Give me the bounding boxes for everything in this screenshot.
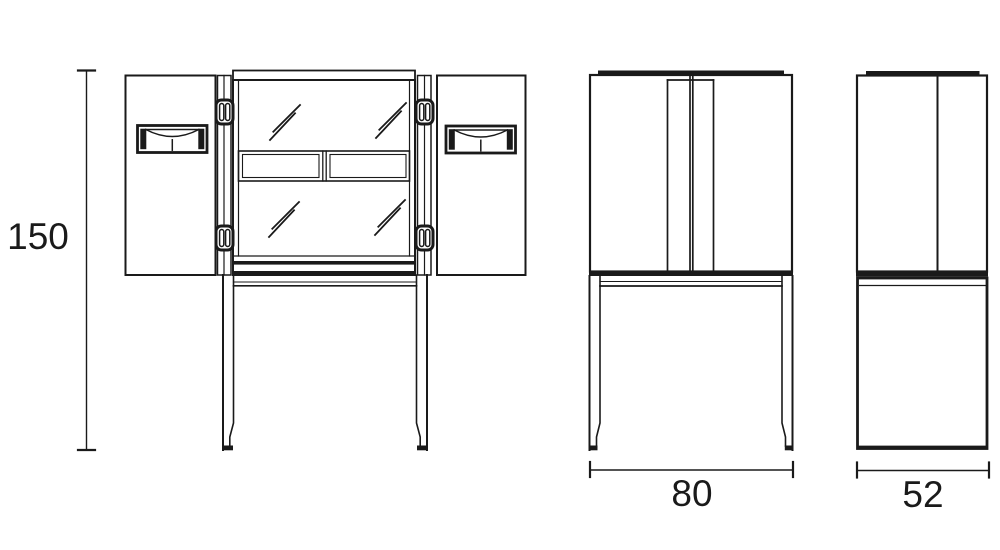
height-dimension: 150 bbox=[7, 69, 97, 452]
width-dimension-label: 80 bbox=[671, 473, 712, 514]
depth-dimension: 52 bbox=[855, 461, 991, 515]
glass-mark bbox=[268, 112, 297, 142]
left-open-door bbox=[124, 74, 217, 276]
right-leg-foot bbox=[417, 445, 428, 451]
top-lip bbox=[866, 71, 980, 76]
hinge-barrel bbox=[224, 228, 231, 248]
left-door-handle bbox=[136, 124, 209, 154]
front-closed-view bbox=[588, 70, 794, 451]
right-open-door bbox=[436, 74, 527, 276]
hinge-barrel bbox=[224, 102, 231, 122]
glass-mark bbox=[373, 207, 402, 237]
side-outline bbox=[855, 74, 989, 273]
depth-dimension-label: 52 bbox=[902, 474, 943, 515]
bottom-bar bbox=[856, 271, 988, 277]
cabinet-outline bbox=[588, 73, 794, 273]
width-dimension: 80 bbox=[588, 460, 795, 514]
hinge-barrel bbox=[218, 102, 225, 122]
glass-mark bbox=[267, 209, 296, 239]
left-leg-foot bbox=[222, 445, 233, 451]
handle-end-cap bbox=[506, 129, 513, 150]
front-closed-legs bbox=[588, 275, 794, 451]
left-leg-foot bbox=[588, 445, 598, 451]
side-base-frame bbox=[856, 276, 989, 450]
glass-mark bbox=[378, 101, 408, 131]
center-door-stiles bbox=[666, 74, 715, 272]
hinge-barrel bbox=[418, 102, 425, 122]
body-bottom-bar bbox=[233, 271, 415, 276]
front-open-legs bbox=[222, 274, 428, 451]
base-frame-outline bbox=[856, 276, 989, 450]
drawer-band-outline bbox=[237, 150, 411, 182]
handle-end-cap bbox=[198, 128, 205, 150]
front-open-view bbox=[124, 69, 527, 451]
side-view bbox=[855, 71, 989, 450]
hinge-icon bbox=[414, 98, 435, 126]
glass-mark bbox=[272, 103, 302, 133]
height-dimension-label: 150 bbox=[7, 216, 69, 257]
handle-dish-curve bbox=[453, 128, 509, 138]
left-leg-inner-edge bbox=[229, 274, 235, 447]
glass-mark bbox=[374, 110, 403, 140]
hinge-barrel bbox=[424, 228, 431, 248]
handle-end-cap bbox=[140, 128, 147, 150]
right-door-handle bbox=[444, 124, 517, 155]
handle-frame bbox=[136, 124, 209, 154]
lower-glass-panel bbox=[267, 198, 407, 239]
top-band bbox=[232, 69, 416, 81]
bottom-bar bbox=[589, 271, 793, 276]
handle-frame bbox=[444, 124, 517, 155]
right-drawer-front bbox=[329, 153, 407, 179]
upper-glass-panel bbox=[268, 101, 408, 142]
drawer-band bbox=[237, 150, 411, 182]
hinge-icon bbox=[214, 224, 235, 252]
glass-mark bbox=[271, 200, 301, 230]
bottom-rail-band bbox=[233, 261, 415, 265]
hinge-barrel bbox=[424, 102, 431, 122]
hinge-barrel bbox=[218, 228, 225, 248]
handle-dish-curve bbox=[144, 128, 200, 138]
hinges bbox=[214, 98, 435, 252]
right-leg-foot bbox=[784, 445, 794, 451]
hinge-icon bbox=[414, 224, 435, 252]
right-leg-inner-edge bbox=[415, 274, 421, 447]
hinge-barrel bbox=[418, 228, 425, 248]
right-leg-inner-edge bbox=[781, 275, 787, 447]
cabinet-body-open bbox=[232, 69, 416, 276]
glass-mark bbox=[377, 198, 407, 228]
handle-end-cap bbox=[448, 129, 455, 150]
left-drawer-front bbox=[241, 153, 320, 179]
hinge-icon bbox=[214, 98, 235, 126]
left-leg-inner-edge bbox=[595, 275, 601, 447]
top-lip bbox=[598, 70, 784, 75]
